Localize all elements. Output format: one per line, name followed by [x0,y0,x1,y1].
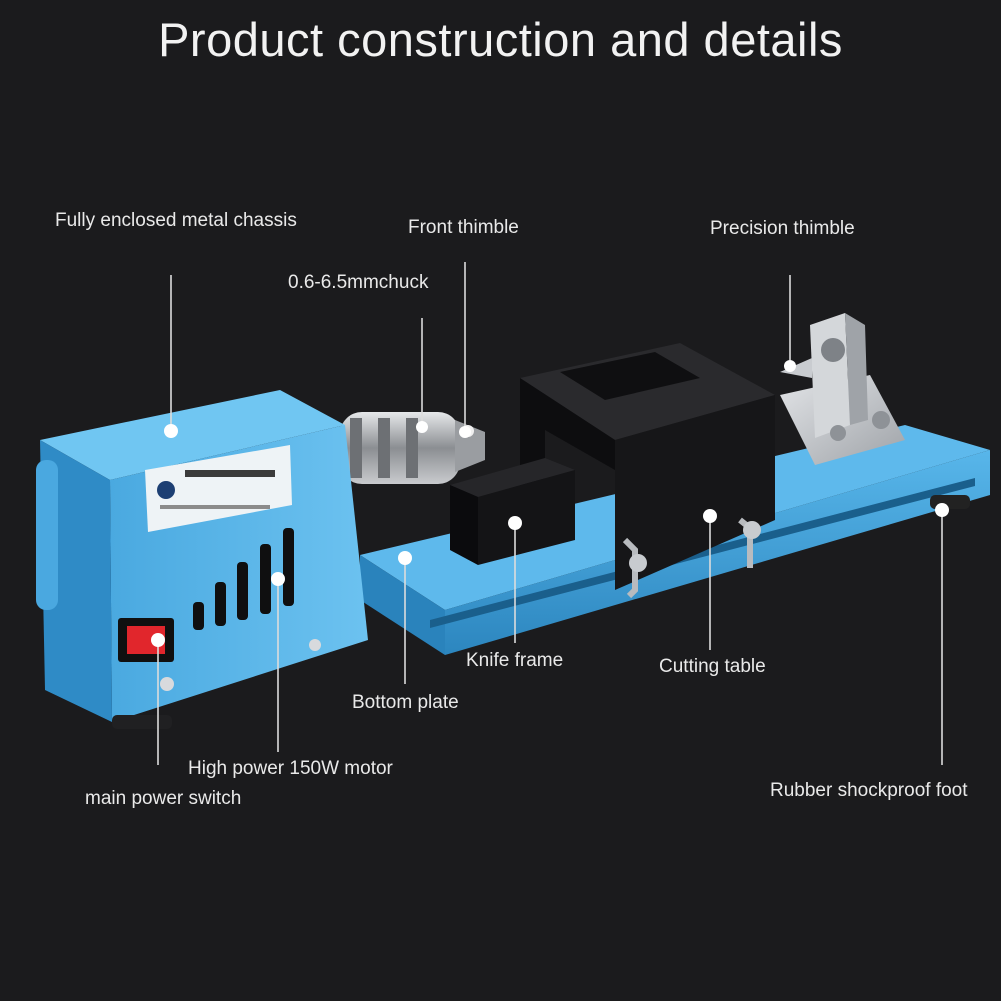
label-precision-thimble: Precision thimble [710,218,855,239]
dot-chassis [164,424,178,438]
tailstock [780,313,905,465]
rubber-foot [112,715,172,729]
cutting-table [520,343,775,599]
label-motor: High power 150W motor [188,758,393,779]
page-title: Product construction and details [158,13,843,66]
label-front-thimble: Front thimble [408,217,519,238]
chuck [340,412,485,484]
label-bottom-plate: Bottom plate [352,692,459,713]
precision-thimble-point [780,358,812,378]
headstock-motor [36,390,368,729]
dot-bottom-plate [398,551,412,565]
dot-power-switch [151,633,165,647]
dot-knife-frame [508,516,522,530]
dot-motor [271,572,285,586]
vent-slot [193,602,204,630]
label-chassis: Fully enclosed metal chassis [55,210,297,231]
label-rubber-foot: Rubber shockproof foot [770,780,968,801]
label-cutting-table: Cutting table [659,656,766,677]
label-knife-frame: Knife frame [466,650,564,671]
label-power-switch: main power switch [85,788,242,809]
leader-dots [151,360,949,647]
vent-slot [260,544,271,614]
dot-cutting-table [703,509,717,523]
vent-slot [283,528,294,606]
dot-precision-thimble [784,360,796,372]
dot-front-thimble [459,426,471,438]
vent-slot [237,562,248,620]
vent-slot [215,582,226,626]
leader-lines [157,262,943,765]
dot-chuck [416,421,428,433]
nameplate [145,445,292,532]
dot-rubber-foot [935,503,949,517]
label-chuck: 0.6-6.5mmchuck [288,272,429,293]
knife-frame [450,458,575,565]
